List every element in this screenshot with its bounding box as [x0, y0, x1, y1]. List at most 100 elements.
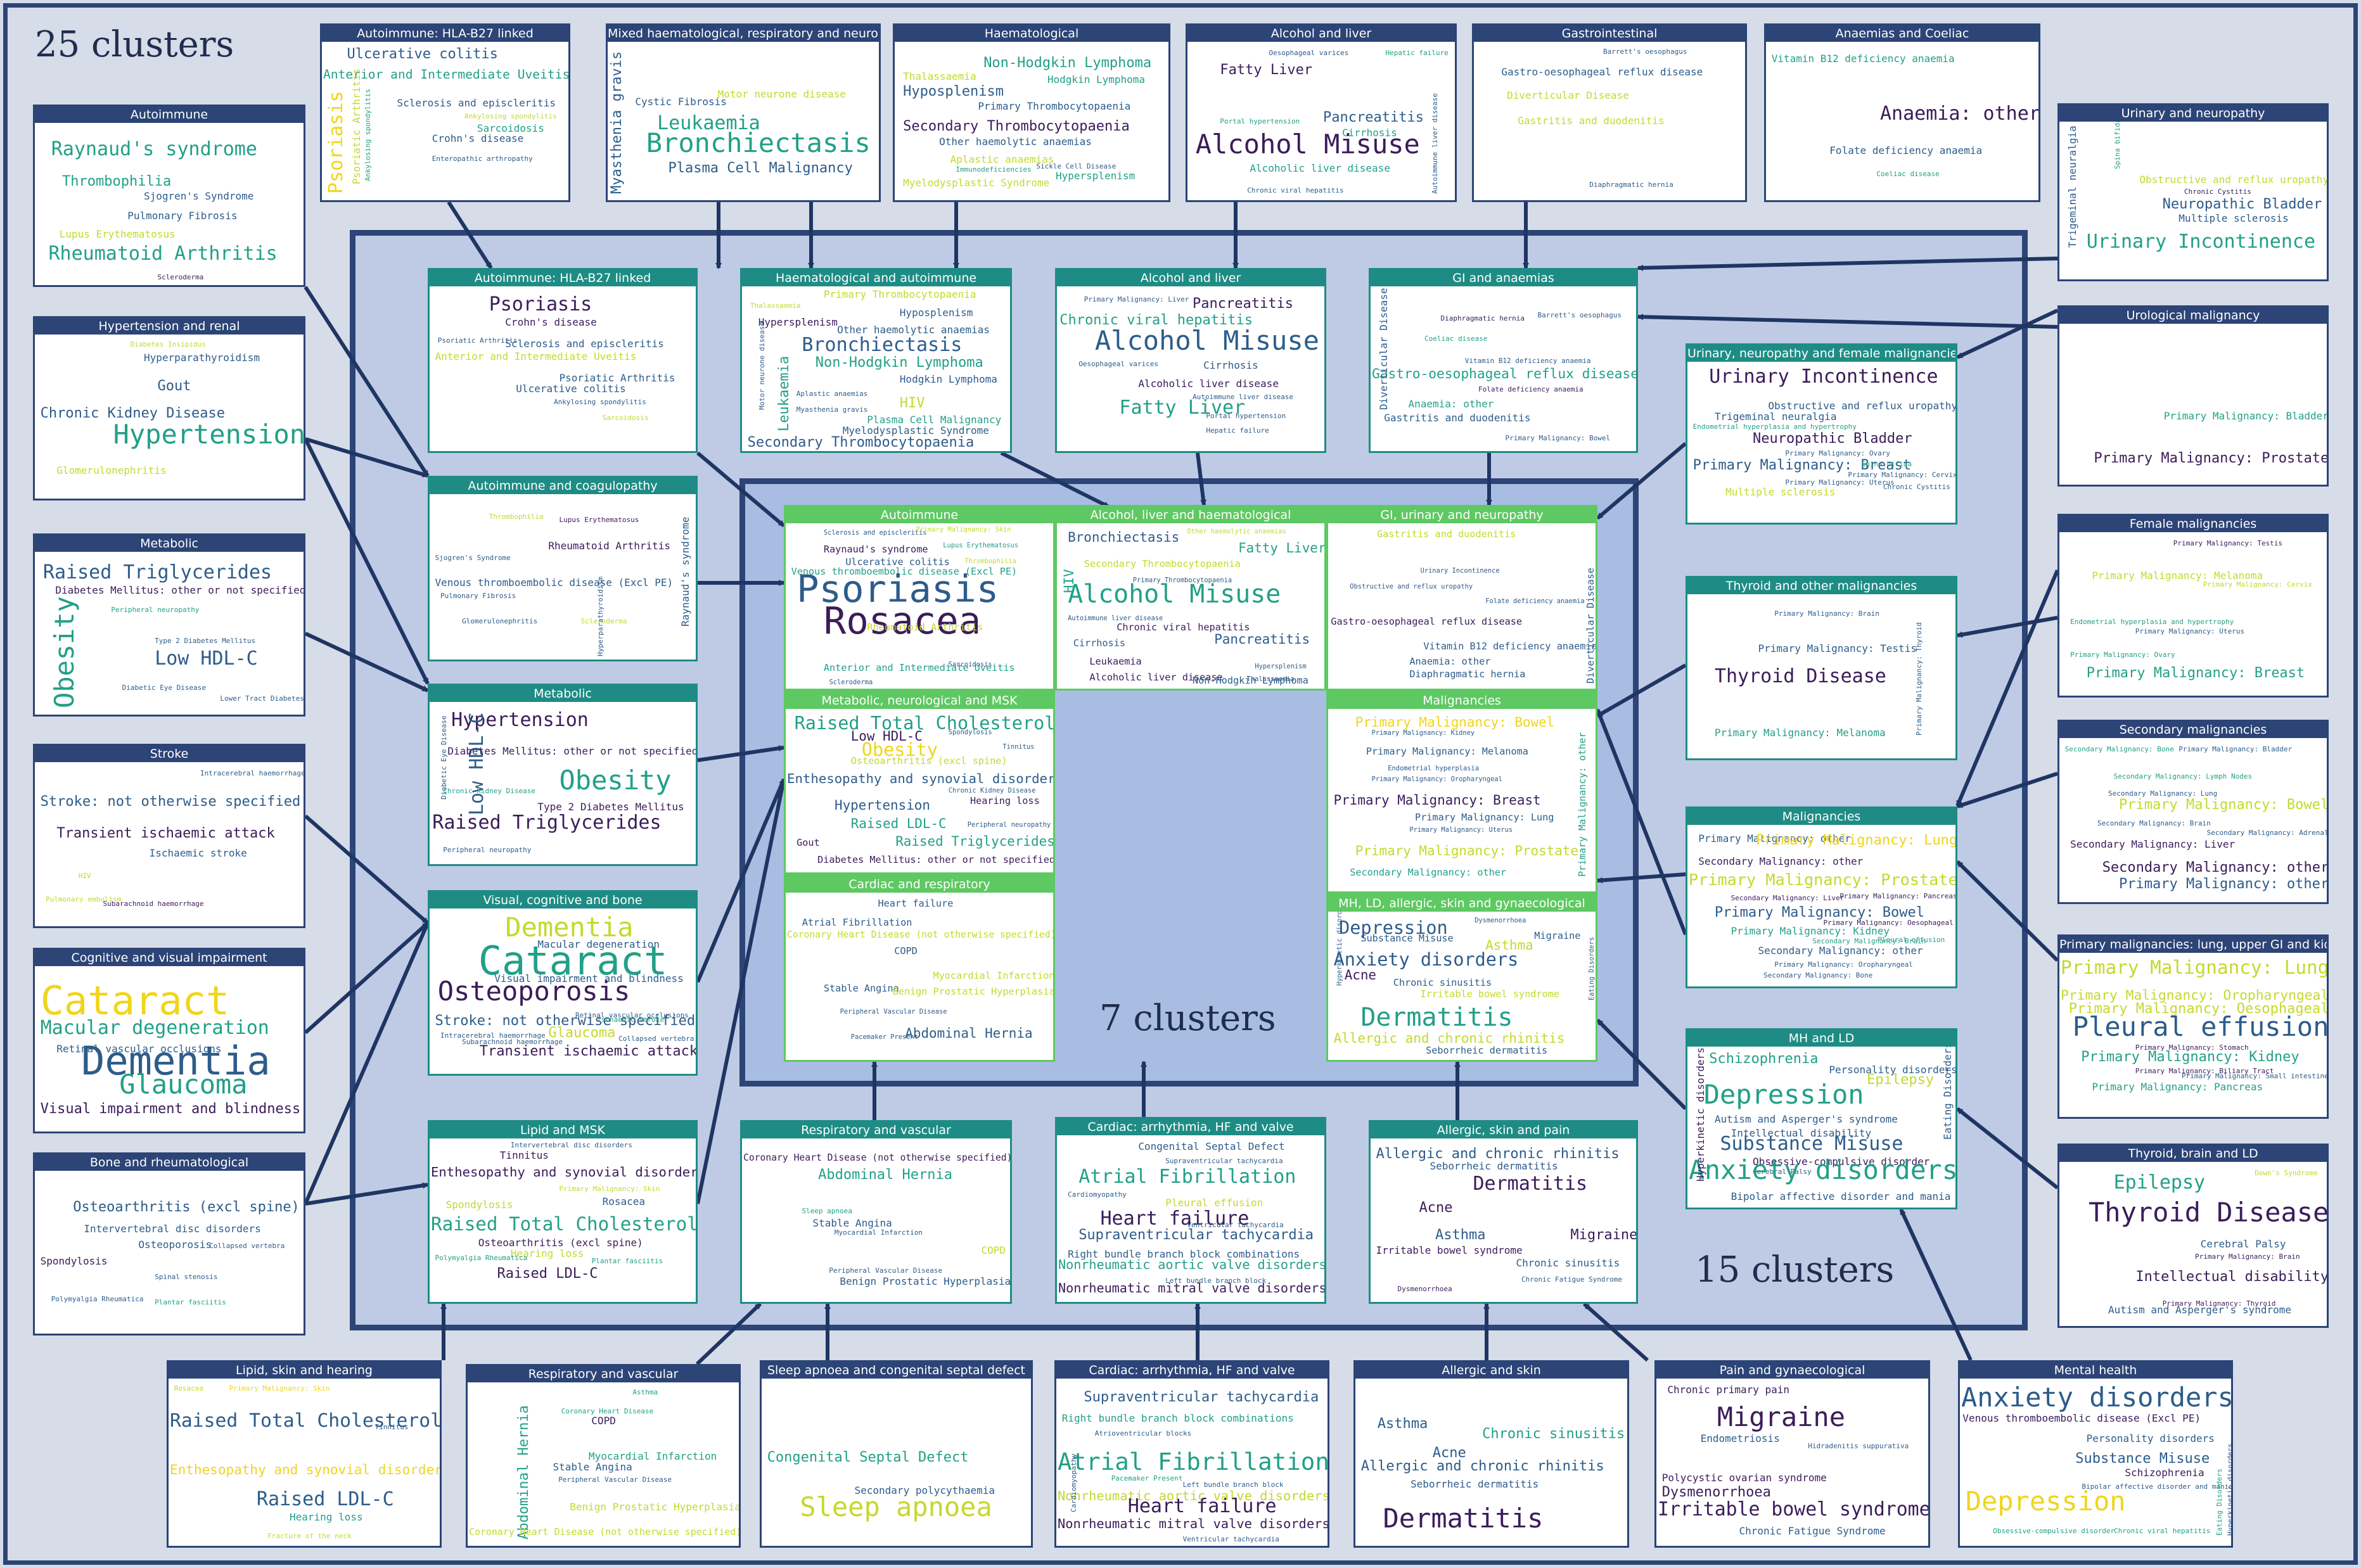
condition-label: Dysmenorrhoea — [1397, 1285, 1452, 1294]
condition-label: Cerebral Palsy — [2200, 1237, 2286, 1250]
condition-label: Pleural effusion — [1878, 935, 1945, 944]
condition-label: Retinal vascular occlusions — [56, 1042, 222, 1055]
condition-label: Primary Malignancy: Bladder — [2179, 745, 2293, 754]
condition-label: Rheumatoid Arthritis — [867, 621, 983, 634]
condition-label: Obesity — [559, 764, 672, 796]
condition-label: Primary Malignancy: Thyroid — [1915, 621, 1924, 736]
condition-label: Primary Malignancy: Breast — [2086, 665, 2305, 682]
condition-label: Hyperparathyroidism — [596, 576, 605, 656]
flow-arrow — [696, 778, 786, 983]
condition-label: Transient ischaemic attack — [56, 825, 275, 841]
condition-label: Nonrheumatic aortic valve disorders — [1058, 1257, 1324, 1273]
condition-label: Psoriasis — [489, 293, 592, 316]
condition-label: Anterior and Intermediate Uveitis — [823, 662, 1015, 674]
cluster-title: Malignancies — [1687, 808, 1955, 825]
condition-label: Ankylosing spondylitis — [554, 397, 646, 406]
word-cloud: Coronary Heart Disease (not otherwise sp… — [742, 1138, 1010, 1302]
condition-label: Chronic Cystitis — [1883, 483, 1950, 491]
flow-arrow — [304, 922, 430, 1205]
condition-label: Thrombophilia — [964, 558, 1016, 566]
condition-label: Raised Triglycerides — [42, 561, 272, 584]
condition-label: Coronary Heart Disease (not otherwise sp… — [469, 1526, 739, 1538]
condition-label: Enthesopathy and synovial disorder — [787, 770, 1053, 786]
condition-label: Primary Malignancy: Stomach — [2135, 1043, 2249, 1052]
cluster-title: Autoimmune — [35, 106, 304, 123]
condition-label: Osteoporosis — [437, 975, 630, 1007]
condition-label: Retinal vascular occlusions — [575, 1010, 689, 1019]
condition-label: Secondary Malignancy: other — [1698, 855, 1864, 868]
cluster-title: Anaemias and Coeliac — [1766, 25, 2038, 42]
condition-label: Primary Malignancy: Melanoma — [1714, 727, 1886, 739]
condition-label: Pulmonary Fibrosis — [127, 210, 238, 222]
condition-label: Obstructive and reflux uropathy — [1768, 399, 1955, 412]
cluster-title: Allergic and skin — [1355, 1362, 1627, 1379]
flow-arrow — [1637, 257, 2058, 271]
condition-label: Atrial Fibrillation — [802, 916, 912, 928]
condition-label: Ischaemic stroke — [597, 1016, 665, 1024]
condition-label: Anaemia: other — [1409, 656, 1491, 668]
condition-label: Left bundle branch block — [1165, 1277, 1267, 1285]
flow-arrow — [1583, 1302, 1649, 1362]
condition-label: Peripheral Vascular Disease — [558, 1476, 672, 1484]
condition-label: Primary Malignancy: Melanoma — [2092, 569, 2263, 582]
condition-label: Glaucoma — [548, 1025, 616, 1042]
condition-label: Stroke: not otherwise specified — [40, 794, 301, 810]
condition-label: Peripheral neuropathy — [967, 821, 1051, 829]
condition-label: Alcohol Misuse — [1094, 325, 1319, 357]
condition-label: Atrial Fibrillation — [1078, 1166, 1296, 1189]
cluster-title: Cardiac: arrhythmia, HF and valve — [1057, 1119, 1324, 1135]
condition-label: Epilepsy — [1867, 1071, 1935, 1088]
condition-label: Peripheral Vascular Disease — [840, 1007, 947, 1016]
condition-label: Alcohol Misuse — [1195, 129, 1420, 160]
condition-label: Secondary Malignancy: Adrenal — [2206, 828, 2327, 837]
condition-label: Pancreatitis — [1323, 110, 1424, 126]
condition-label: Primary Malignancy: Prostate — [2094, 450, 2327, 466]
cluster-title: Metabolic — [430, 685, 696, 702]
condition-label: Primary Malignancy: Breast — [1333, 792, 1541, 808]
condition-label: Chronic sinusitis — [1393, 977, 1492, 988]
condition-label: Ulcerative colitis — [845, 556, 950, 568]
condition-label: Raised Triglycerides — [432, 812, 662, 834]
condition-label: Glomerulonephritis — [56, 464, 167, 476]
condition-label: Congenital Septal Defect — [1138, 1140, 1285, 1152]
flow-arrow — [1956, 1107, 2059, 1190]
condition-label: Psoriatic Arthritis — [350, 68, 363, 184]
cluster-title: Haematological and autoimmune — [742, 270, 1010, 286]
condition-label: Motor neurone disease — [717, 87, 846, 100]
condition-label: Primary Malignancy: Bowel — [2119, 796, 2327, 813]
condition-label: Urinary Incontinence — [1420, 567, 1500, 575]
condition-label: Raised LDL-C — [850, 815, 947, 831]
condition-label: Hyposplenism — [899, 307, 973, 319]
condition-label: Secondary Malignancy: Liver — [1731, 893, 1845, 902]
condition-label: Cirrhosis — [1203, 359, 1258, 372]
condition-label: Ventricular tachycardia — [1187, 1221, 1284, 1230]
condition-label: Right bundle branch block combinations — [1061, 1412, 1294, 1424]
condition-label: Autoimmune liver disease — [1193, 393, 1293, 402]
condition-label: Obesity — [861, 739, 938, 760]
condition-label: Non-Hodgkin Lymphoma — [983, 54, 1152, 71]
condition-label: Ulcerative colitis — [516, 382, 626, 395]
condition-label: Folate deficiency anaemia — [1485, 597, 1585, 605]
label-15-clusters: 15 clusters — [1695, 1249, 1895, 1291]
condition-label: Type 2 Diabetes Mellitus — [155, 637, 256, 646]
condition-label: Secondary Malignancy: Bone — [1763, 971, 1873, 979]
condition-label: Venous thromboembolic disease (Excl PE) — [791, 565, 1018, 577]
condition-label: Other haemolytic anaemias — [1187, 527, 1286, 535]
flow-arrow — [304, 438, 430, 685]
word-cloud: Osteoarthritis (excl spine)Intervertebra… — [35, 1171, 304, 1334]
condition-label: Gastro-oesophageal reflux disease — [1372, 365, 1636, 381]
cluster-title: Respiratory and vascular — [742, 1122, 1010, 1138]
condition-label: Autoimmune liver disease — [1068, 615, 1163, 623]
